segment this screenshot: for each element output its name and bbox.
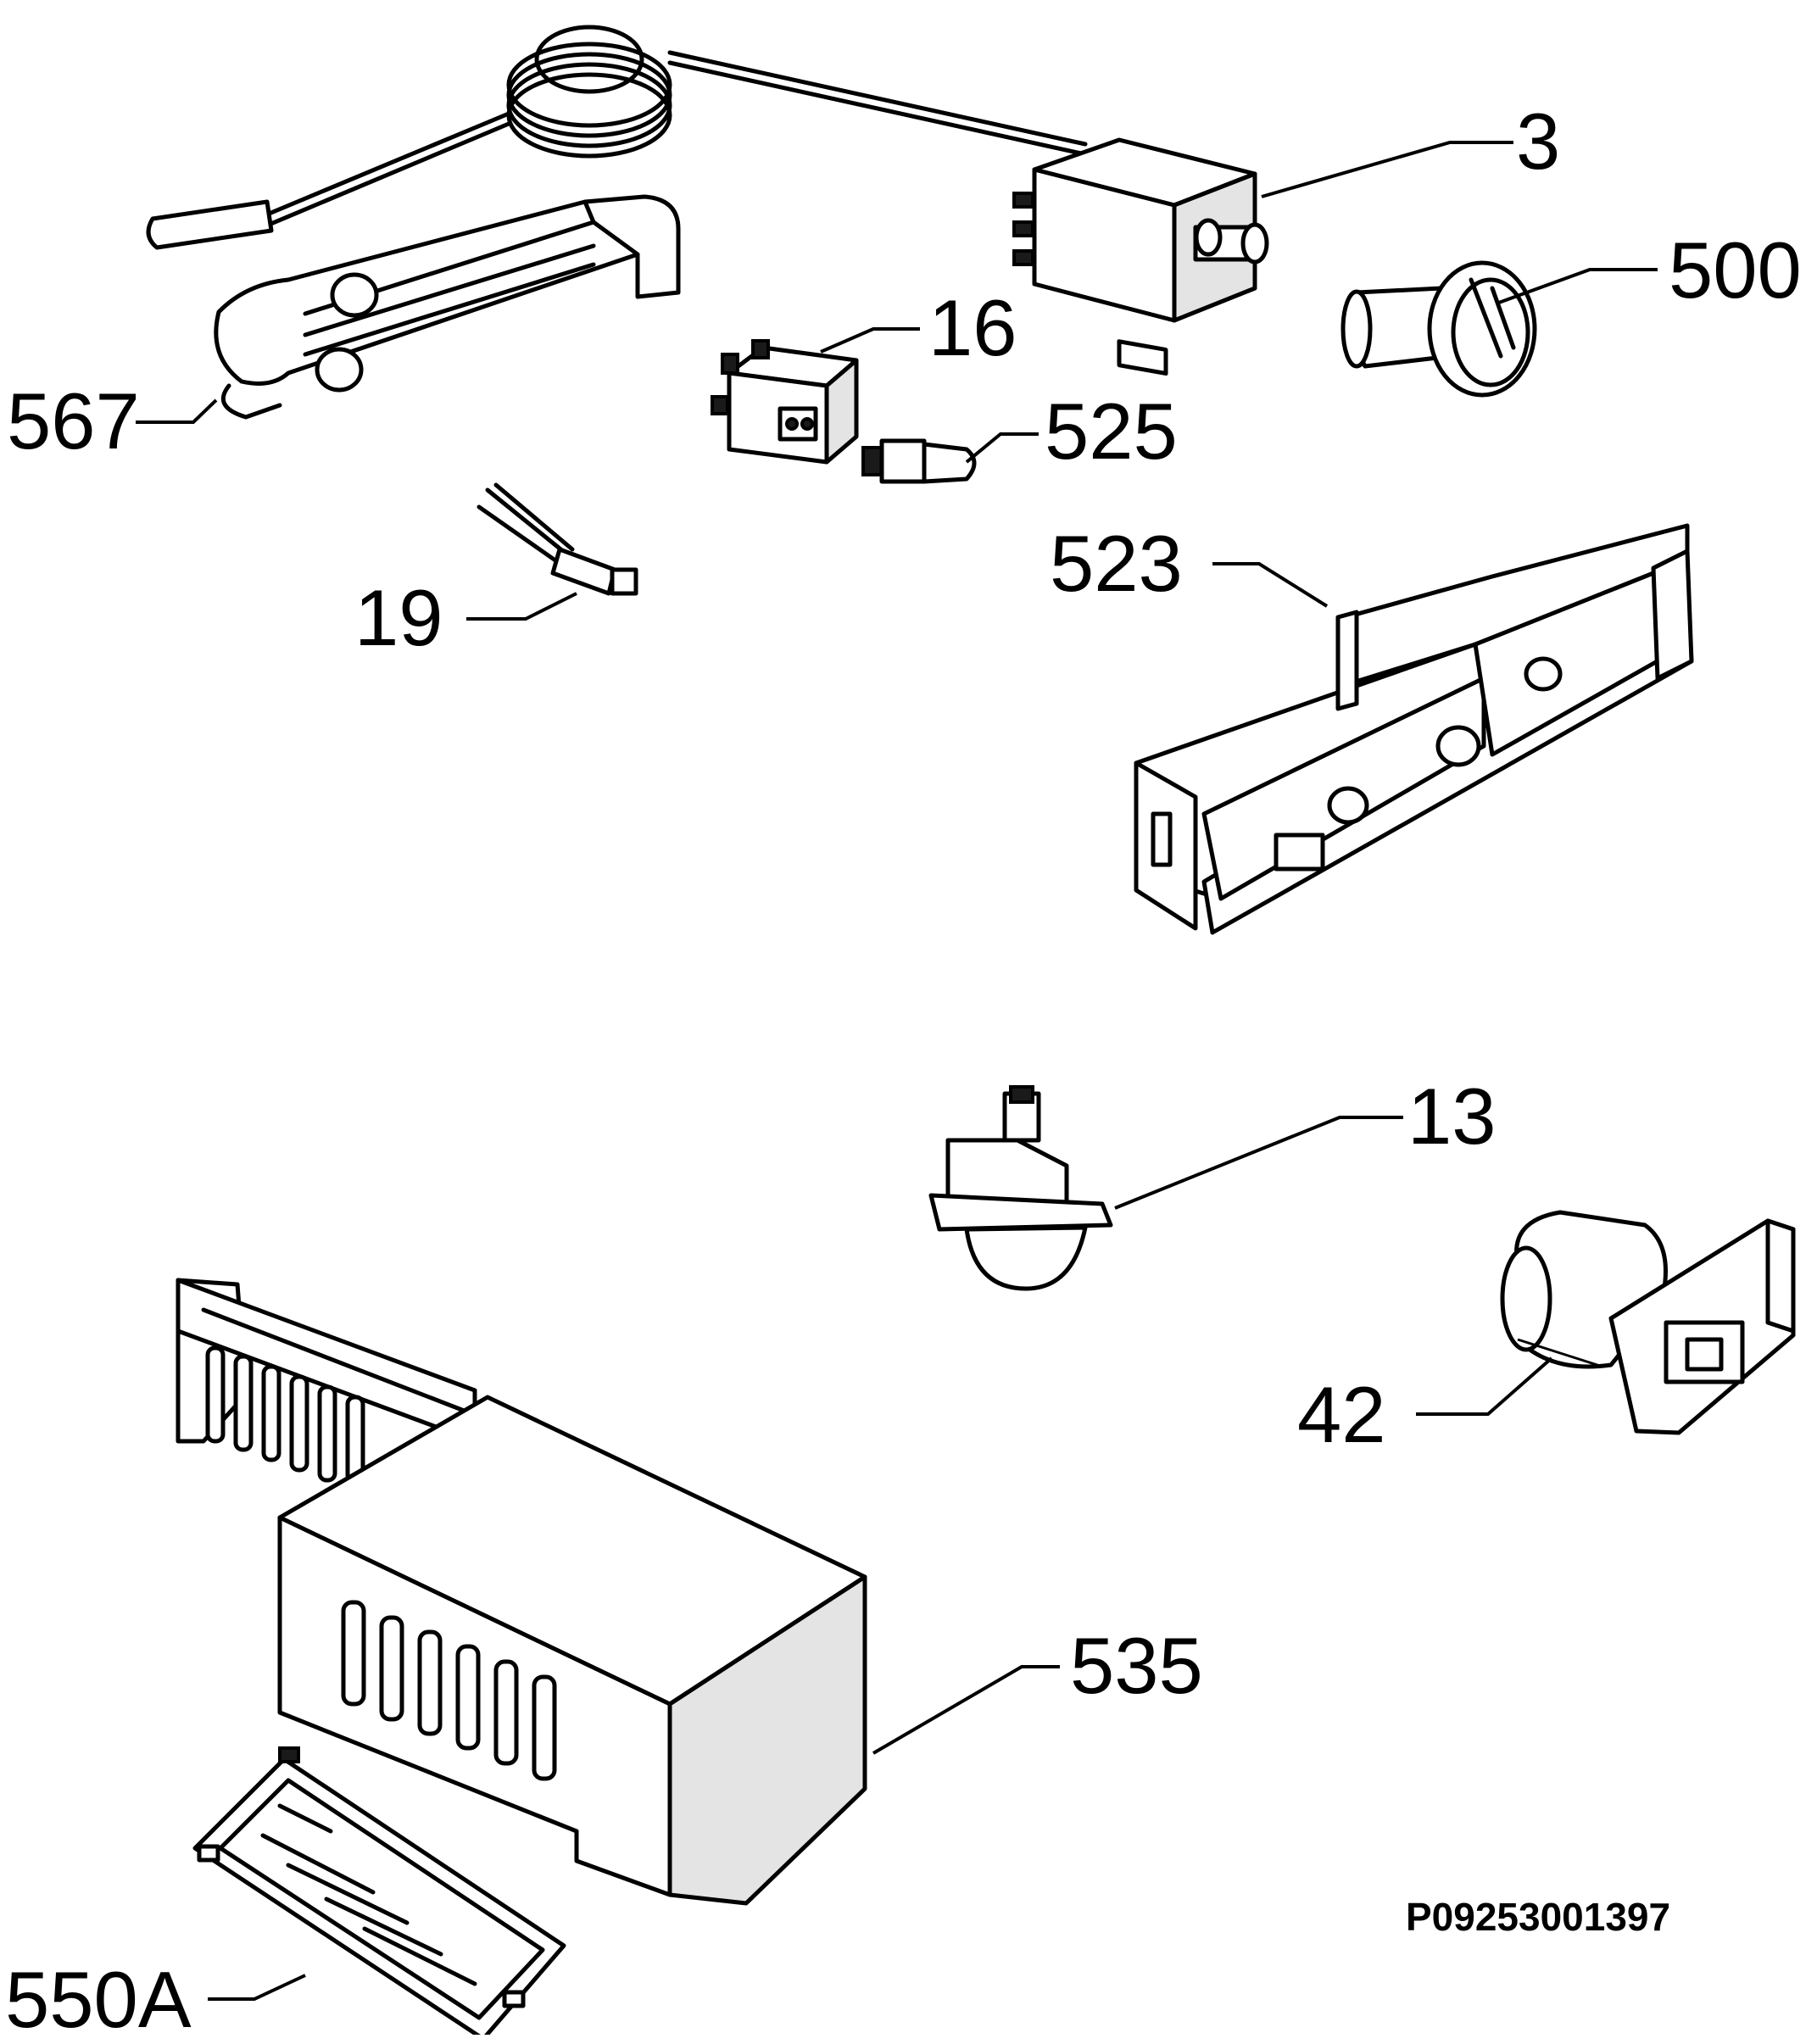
cover-part [176,1278,867,1906]
callout-13: 13 [1407,1072,1497,1161]
callout-535: 535 [1070,1621,1203,1710]
callout-523: 523 [1050,519,1183,608]
leader-lines [136,141,1658,2001]
drawing-code: P09253001397 [1406,1895,1671,1939]
callout-525: 525 [1045,387,1178,476]
grille-part [192,1746,566,2041]
lamp-socket-part [928,1085,1113,1291]
switch-part [711,339,859,465]
callout-16: 16 [928,283,1017,372]
wire-sensor-part [477,482,638,596]
callout-42: 42 [1297,1370,1386,1459]
knob-part [1340,260,1537,398]
callout-3: 3 [1516,97,1561,186]
callout-500: 500 [1669,226,1802,315]
callout-550A: 550A [5,1955,192,2044]
control-housing-part [1134,523,1694,935]
callout-19: 19 [354,573,443,662]
thermostat-part [146,25,1269,376]
callout-567: 567 [7,376,140,465]
lamp-bracket-part [214,194,681,420]
light-holder-part [1500,1210,1796,1435]
lamp-part [861,438,977,484]
